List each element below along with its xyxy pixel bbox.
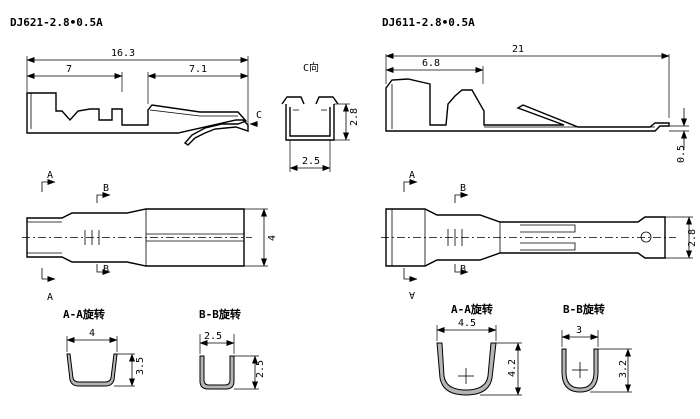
left-c-view-label: C向 [303, 61, 319, 74]
right-section-b-top: B [460, 183, 466, 194]
right-section-a-bottom: A [409, 289, 415, 300]
left-section-a-bottom: A [47, 292, 53, 303]
left-top-view [22, 179, 268, 282]
left-section-aa-height: 3.5 [135, 357, 146, 375]
left-section-aa-profile [66, 336, 135, 387]
left-section-bb-width: 2.5 [204, 331, 222, 342]
left-top-dimensions [26, 56, 249, 125]
left-c-view [281, 96, 350, 172]
left-section-aa-label: A-A旋转 [63, 307, 105, 321]
right-section-a-top: A [409, 170, 415, 181]
right-section-b-bottom: B [460, 264, 466, 275]
right-section-aa-width: 4.5 [458, 318, 476, 329]
left-section-bb-label: B-B旋转 [199, 307, 241, 321]
right-side-profile [385, 78, 689, 150]
right-section-bb-profile [561, 330, 632, 393]
right-section-bb-width: 3 [576, 325, 582, 336]
right-tab-width: 2.8 [687, 229, 698, 247]
left-c-view-width: 2.5 [302, 156, 320, 167]
right-section-aa-label: A-A旋转 [451, 302, 493, 316]
left-section-b-bottom: B [103, 264, 109, 275]
right-section-bb-height: 3.2 [618, 360, 629, 378]
right-top-view [381, 179, 693, 282]
left-section-bb-height: 2.5 [255, 360, 266, 378]
left-width: 4 [267, 235, 278, 241]
right-section-bb-label: B-B旋转 [563, 302, 605, 316]
left-length-right: 7.1 [189, 64, 207, 75]
left-section-b-top: B [103, 183, 109, 194]
left-c-view-arrow-label: C [256, 110, 262, 121]
left-length-left: 7 [66, 64, 72, 75]
right-top-dimensions [385, 53, 670, 118]
right-length-left: 6.8 [422, 58, 440, 69]
left-section-aa-width: 4 [89, 328, 95, 339]
right-tab-thickness: 0.5 [676, 145, 687, 163]
right-total-length: 21 [512, 44, 524, 55]
right-section-aa-height: 4.2 [507, 359, 518, 377]
right-part-title: DJ611-2.8•0.5A [382, 16, 475, 29]
left-total-length: 16.3 [111, 48, 135, 59]
left-section-bb-profile [199, 334, 259, 390]
left-part-title: DJ621-2.8•0.5A [10, 16, 103, 29]
right-section-aa-profile [436, 325, 522, 396]
left-c-view-height: 2.8 [349, 108, 360, 126]
left-side-profile [26, 92, 249, 146]
left-section-a-top: A [47, 170, 53, 181]
